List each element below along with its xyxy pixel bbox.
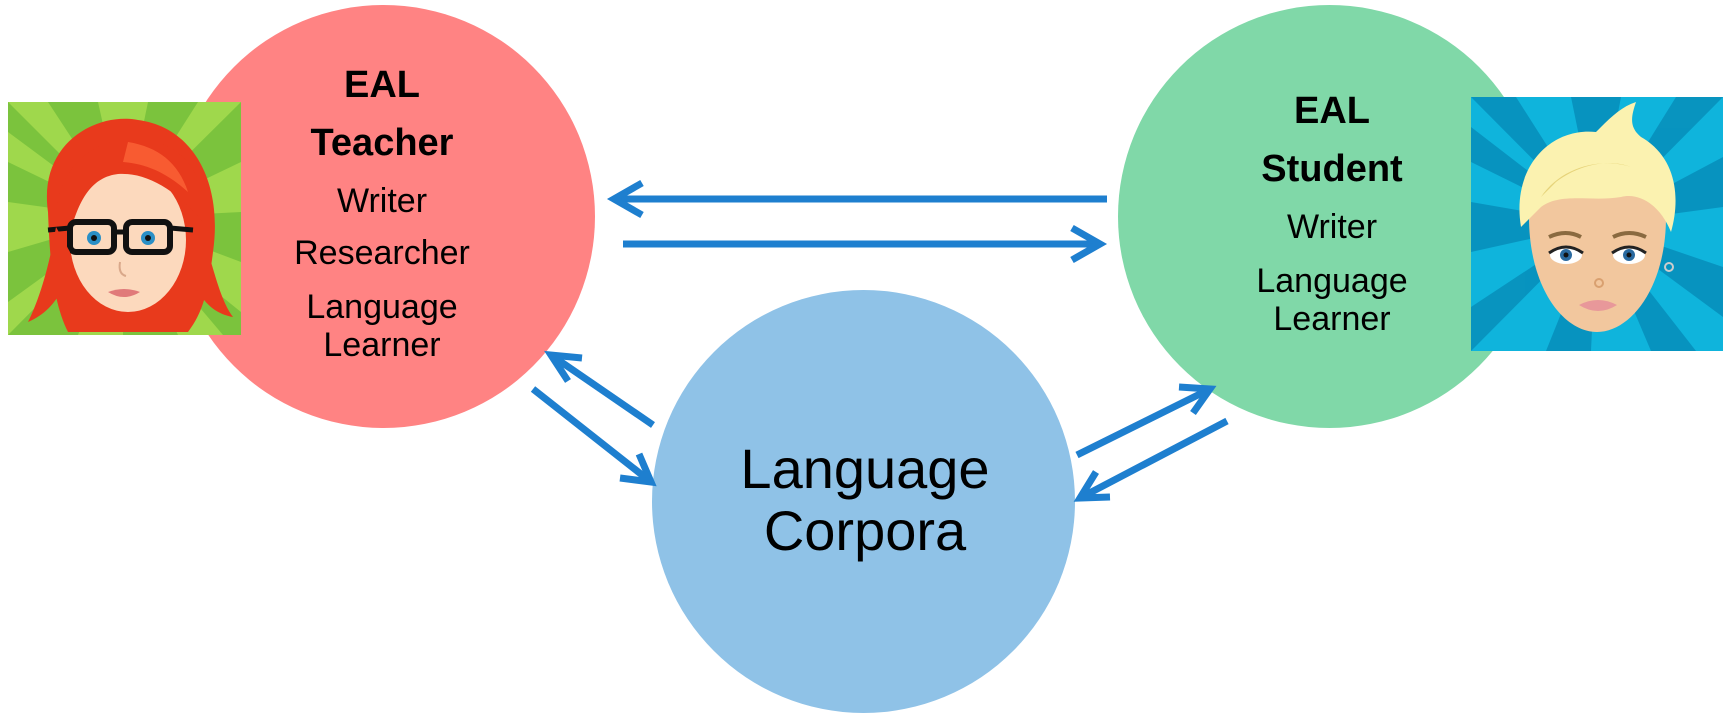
redhead-woman-glasses-icon [8, 102, 241, 335]
corpora-circle [652, 290, 1075, 713]
teacher-label: EAL Teacher Writer Researcher Language L… [262, 66, 502, 380]
teacher-role-language: Language [306, 288, 458, 326]
student-role-learner: Learner [1273, 300, 1391, 338]
student-role-language: Language [1256, 262, 1408, 300]
arrow-corpora-to-teacher [544, 350, 655, 428]
student-avatar [1471, 97, 1723, 351]
student-title-line1: EAL [1294, 90, 1370, 132]
teacher-avatar [8, 102, 241, 335]
teacher-role-researcher: Researcher [294, 234, 470, 272]
arrow-teacher-to-student [623, 224, 1108, 264]
teacher-role-writer: Writer [336, 182, 428, 220]
blonde-woman-icon [1471, 97, 1723, 351]
corpora-line1: Language [740, 437, 990, 500]
student-label: EAL Student Writer Language Learner [1212, 92, 1452, 354]
student-circle [1118, 5, 1541, 428]
arrow-student-to-teacher [606, 179, 1107, 219]
arrow-student-to-corpora [1073, 417, 1229, 502]
student-title-line2: Student [1261, 148, 1403, 190]
arrow-teacher-to-corpora [530, 386, 657, 487]
student-role-writer: Writer [1286, 208, 1378, 246]
arrow-corpora-to-student [1075, 383, 1217, 459]
teacher-title-line1: EAL [344, 64, 420, 106]
teacher-title-line2: Teacher [310, 122, 454, 164]
teacher-role-learner: Learner [323, 326, 441, 364]
corpora-line2: Corpora [763, 498, 967, 562]
teacher-circle [172, 5, 595, 428]
corpora-label: Language Corpora [700, 438, 1030, 561]
